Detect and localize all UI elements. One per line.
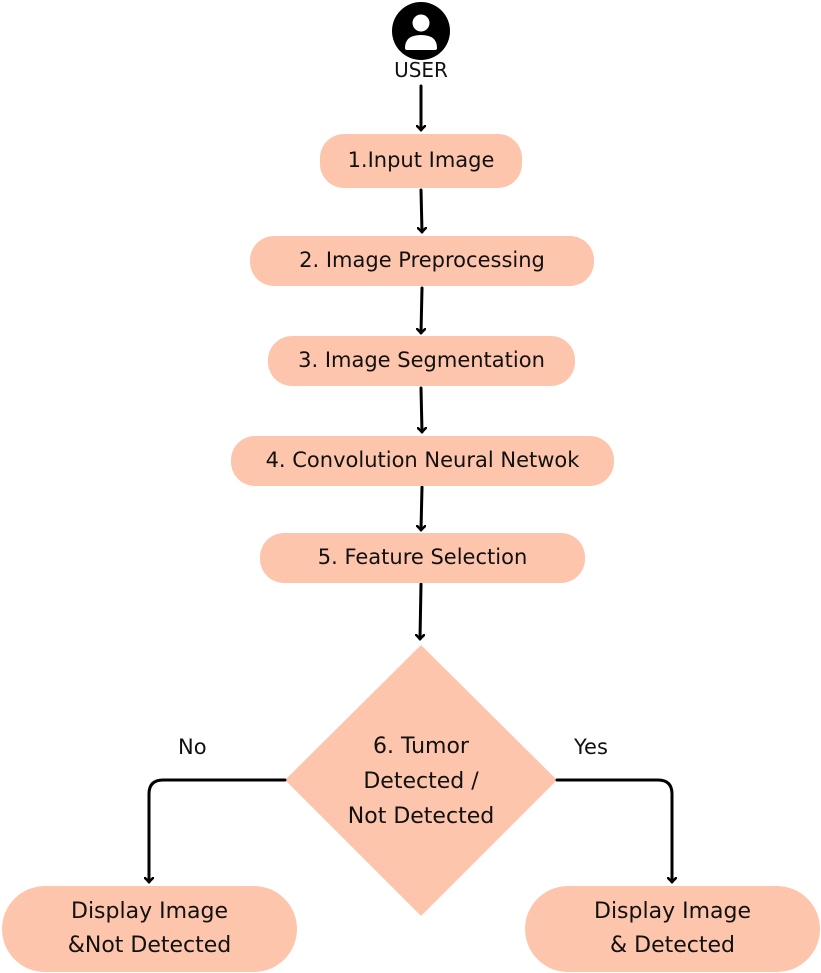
arrow-preprocessing-to-segmentation — [421, 286, 422, 335]
step-label: 5. Feature Selection — [317, 545, 528, 570]
step-image-segmentation: 3. Image Segmentation — [268, 336, 575, 386]
step-label: 2. Image Preprocessing — [299, 248, 545, 273]
no-branch-label: No — [178, 735, 207, 759]
arrow-segmentation-to-cnn — [421, 386, 422, 434]
step-label: 1.Input Image — [347, 148, 495, 173]
step-feature-selection: 5. Feature Selection — [260, 533, 585, 583]
outcome-line: &Not Detected — [67, 933, 232, 958]
decision-line: Detected / — [363, 769, 479, 794]
decision-label: 6. Tumor Detected / Not Detected — [306, 729, 536, 834]
arrow-yes-branch — [555, 778, 672, 884]
step-input-image: 1.Input Image — [320, 134, 522, 188]
decision-line: 6. Tumor — [373, 734, 469, 759]
user-label: USER — [394, 58, 448, 82]
arrow-input-to-preprocessing — [421, 188, 422, 234]
step-convolution-neural-network: 4. Convolution Neural Netwok — [231, 436, 614, 486]
arrow-cnn-to-feature-selection — [421, 485, 422, 532]
outcome-not-detected: Display Image &Not Detected — [2, 886, 297, 972]
decision-line: Not Detected — [347, 804, 495, 829]
outcome-line: & Detected — [609, 933, 735, 958]
arrow-feature-selection-to-decision — [420, 582, 421, 641]
arrow-no-branch — [149, 778, 287, 884]
step-label: 3. Image Segmentation — [298, 348, 545, 373]
step-label: 4. Convolution Neural Netwok — [265, 448, 580, 473]
user-icon — [392, 2, 450, 60]
outcome-detected: Display Image & Detected — [525, 886, 820, 972]
step-image-preprocessing: 2. Image Preprocessing — [250, 236, 594, 286]
decision-diamond — [285, 645, 557, 916]
outcome-line: Display Image — [71, 899, 228, 924]
outcome-line: Display Image — [594, 899, 751, 924]
yes-branch-label: Yes — [574, 735, 608, 759]
